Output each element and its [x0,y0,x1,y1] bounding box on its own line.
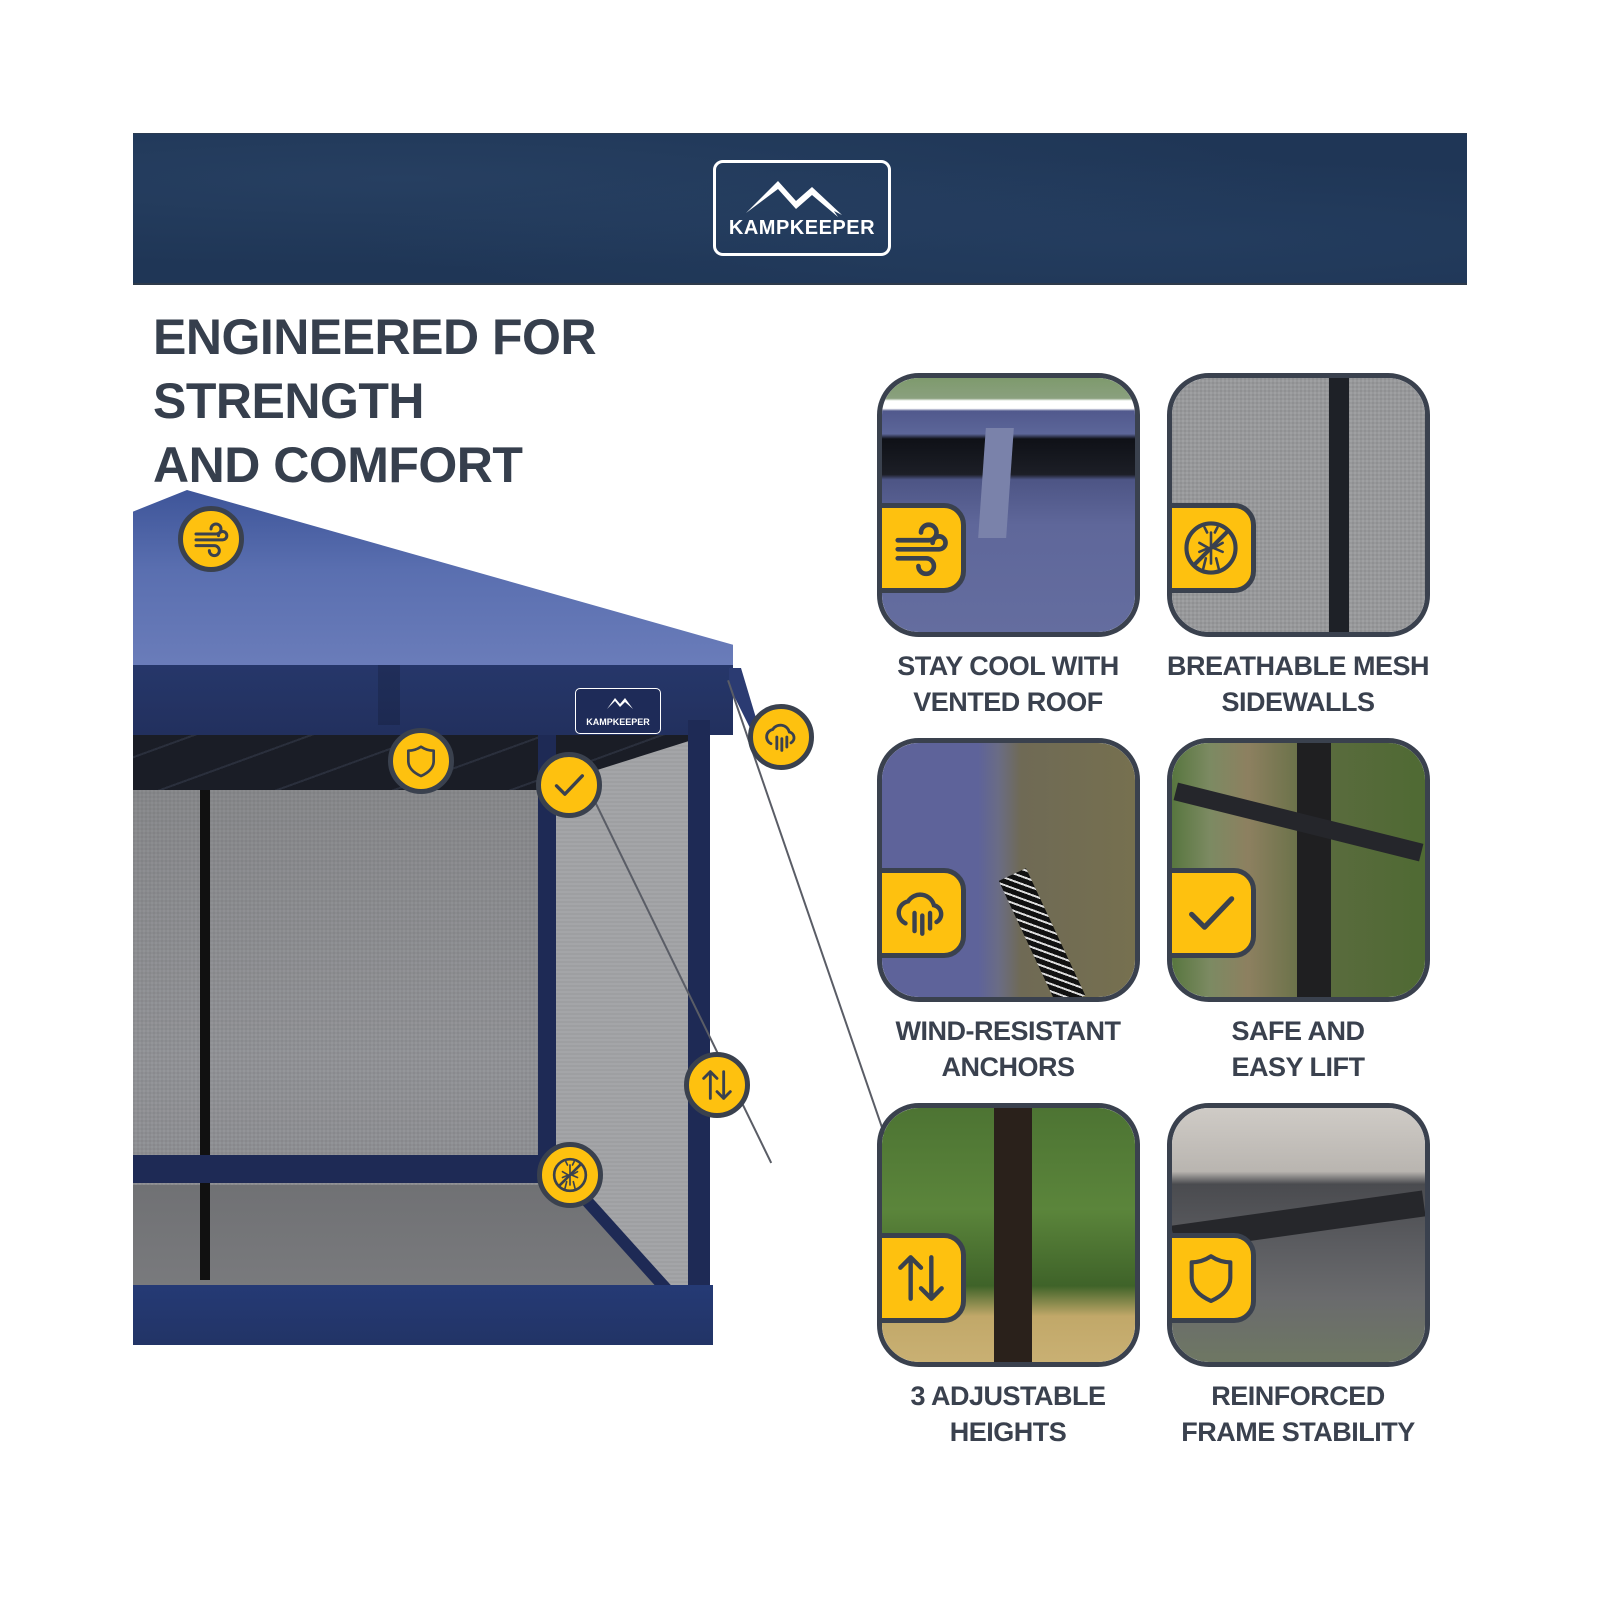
up-down-arrows-icon [697,1065,737,1105]
checkmark-icon [549,765,589,805]
mesh-sidewall-side [556,735,708,1335]
feature-label: STAY COOL WITH VENTED ROOF [897,651,1119,717]
headline-line-2: AND COMFORT [153,437,523,493]
tent-skirt [133,1285,713,1345]
hotspot-easy-lift[interactable] [536,752,602,818]
headline-line-1: ENGINEERED FOR STRENGTH [153,309,597,429]
shield-icon [1182,1249,1240,1307]
page-headline: ENGINEERED FOR STRENGTH AND COMFORT [153,305,873,497]
tent-crossbar [133,1155,553,1183]
feature-label: BREATHABLE MESH SIDEWALLS [1167,651,1430,717]
feature-card-reinforced-frame [1167,1103,1430,1367]
no-mosquito-icon [1180,517,1242,579]
tent-pole [538,735,556,1155]
feature-badge [882,868,966,958]
up-down-arrows-icon [890,1247,952,1309]
feature-label: REINFORCED FRAME STABILITY [1181,1381,1415,1447]
brand-logo: KAMPKEEPER [713,160,891,256]
cloud-rain-icon [761,717,801,757]
hotspot-wind-resistant-anchors[interactable] [748,704,814,770]
feature-badge [1172,1233,1256,1323]
hotspot-adjustable-heights[interactable] [684,1052,750,1118]
hotspot-mesh-sidewalls[interactable] [537,1142,603,1208]
feature-badge [1172,868,1256,958]
feature-badge [882,1233,966,1323]
feature-label: SAFE AND EASY LIFT [1231,1016,1365,1082]
feature-badge [1172,503,1256,593]
feature-label: 3 ADJUSTABLE HEIGHTS [910,1381,1106,1447]
tent-brand-logo: KAMPKEEPER [575,688,661,734]
feature-label: WIND-RESISTANT ANCHORS [895,1016,1121,1082]
feature-badge [882,503,966,593]
cloud-rain-icon [890,882,952,944]
tent-logo-text: KAMPKEEPER [586,717,650,727]
valance-seam [378,665,400,725]
feature-card-wind-resistant-anchors [877,738,1140,1002]
shield-icon [402,742,440,780]
mountain-logo-icon [607,698,633,709]
brand-banner [133,133,1467,285]
zipper-strip [200,790,210,1280]
checkmark-icon [1180,882,1242,944]
tent-valance: KAMPKEEPER [133,665,733,735]
no-mosquito-icon [550,1155,590,1195]
feature-photo [1172,378,1425,632]
feature-card-adjustable-heights [877,1103,1140,1367]
feature-card-mesh-sidewalls [1167,373,1430,637]
feature-card-vented-roof [877,373,1140,637]
hotspot-reinforced-frame[interactable] [388,728,454,794]
wind-icon [890,517,952,579]
wind-icon [191,519,231,559]
hotspot-vented-roof[interactable] [178,506,244,572]
brand-name: KAMPKEEPER [728,217,876,239]
feature-card-easy-lift [1167,738,1430,1002]
hero-tent-image: KAMPKEEPER [133,490,899,1440]
tent-pole [688,720,710,1330]
mountain-logo-icon [746,181,842,217]
